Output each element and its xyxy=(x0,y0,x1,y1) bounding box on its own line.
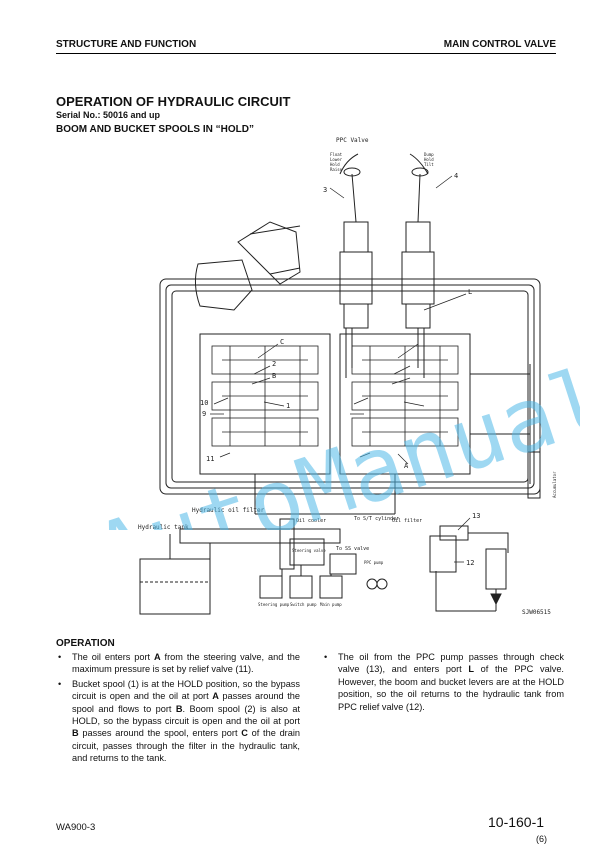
lever-label-dump: Dump xyxy=(424,152,434,157)
ppc-valve-label: PPC Valve xyxy=(336,137,369,144)
port-reference: L xyxy=(468,664,474,675)
main-pump-label: Main pump xyxy=(320,602,342,607)
port-reference: C xyxy=(241,728,248,739)
callout-3: 3 xyxy=(323,186,327,194)
page-title: OPERATION OF HYDRAULIC CIRCUIT xyxy=(56,94,291,109)
figure-code: SJW06515 xyxy=(522,609,551,616)
lever-label-float: Float xyxy=(330,152,343,157)
subtitle: BOOM AND BUCKET SPOOLS IN “HOLD” xyxy=(56,124,254,135)
oil-cooler-label: Oil cooler xyxy=(296,518,326,524)
operation-left-column: The oil enters port A from the steering … xyxy=(56,651,300,767)
hydraulic-oil-filter-label: Hydraulic oil filter xyxy=(192,507,265,514)
callout-10: 10 xyxy=(200,399,208,407)
port-reference: A xyxy=(154,652,161,662)
lever-label-hold: Hold xyxy=(330,162,340,167)
hydraulic-circuit-diagram: PPC Valve Float Lower Hold Raise Dump Ho… xyxy=(138,137,557,616)
footer-page-number: 10-160-1 xyxy=(488,814,545,830)
header-section-title: STRUCTURE AND FUNCTION xyxy=(56,39,197,50)
page-header: STRUCTURE AND FUNCTION MAIN CONTROL VALV… xyxy=(56,38,556,54)
callout-l: L xyxy=(468,288,472,296)
bullet-text: The oil enters port xyxy=(72,652,154,662)
accumulator-label: Accumulator xyxy=(552,471,557,498)
operation-right-column: The oil from the PPC pump passes through… xyxy=(322,651,564,715)
operation-bullet: The oil enters port A from the steering … xyxy=(56,651,300,676)
serial-number: Serial No.: 50016 and up xyxy=(56,110,161,120)
port-reference: B xyxy=(175,703,183,714)
switch-pump-label: Switch pump xyxy=(290,602,317,607)
to-st-cylinder-label: To S/T cylinder xyxy=(354,516,399,522)
header-component-title: MAIN CONTROL VALVE xyxy=(443,39,556,50)
operation-bullet: The oil from the PPC pump passes through… xyxy=(322,651,564,713)
footer-revision: (6) xyxy=(536,834,547,844)
to-ss-valve-label: To SS valve xyxy=(336,546,369,552)
bullet-text: from the steering valve, and the maximum… xyxy=(72,652,300,675)
callout-a: A xyxy=(404,462,409,470)
callout-1: 1 xyxy=(286,402,290,410)
callout-9: 9 xyxy=(202,410,206,418)
bullet-text: passes around the spool and flows to por… xyxy=(72,691,300,714)
ppc-pump-label: PPC pump xyxy=(364,560,384,565)
callout-12: 12 xyxy=(466,559,474,567)
bullet-text: . Boom spool (2) is also at HOLD, so the… xyxy=(72,703,300,727)
steering-pump-label: Steering pump xyxy=(258,602,290,607)
lever-label-tilt: Tilt xyxy=(424,162,434,167)
callout-4: 4 xyxy=(454,172,458,180)
footer-model: WA900-3 xyxy=(56,822,96,833)
callout-13: 13 xyxy=(472,512,480,520)
oil-filter-label: Oil filter xyxy=(392,518,422,524)
steering-valve-label: Steering valve xyxy=(292,548,326,553)
lever-label-raise: Raise xyxy=(330,167,343,172)
bullet-text: of the drain circuit, passes through the… xyxy=(72,728,300,764)
callout-11: 11 xyxy=(206,455,214,463)
hydraulic-tank-label: Hydraulic tank xyxy=(138,524,189,531)
port-reference: A xyxy=(212,691,219,702)
port-reference: B xyxy=(72,728,79,739)
bullet-text: The oil from the PPC pump passes through… xyxy=(338,652,564,675)
bullet-text: of the PPC valve. However, the boom and … xyxy=(338,664,564,712)
callout-b: B xyxy=(272,372,276,380)
callout-2: 2 xyxy=(272,360,276,368)
lever-label-hold-2: Hold xyxy=(424,157,434,162)
operation-heading: OPERATION xyxy=(56,638,115,649)
bullet-text: Bucket spool (1) is at the HOLD position… xyxy=(72,678,300,702)
operation-bullet: Bucket spool (1) is at the HOLD position… xyxy=(56,678,300,765)
bullet-text: passes around the spool, enters port xyxy=(78,728,242,739)
lever-label-lower: Lower xyxy=(330,157,343,162)
callout-c: C xyxy=(280,338,284,346)
